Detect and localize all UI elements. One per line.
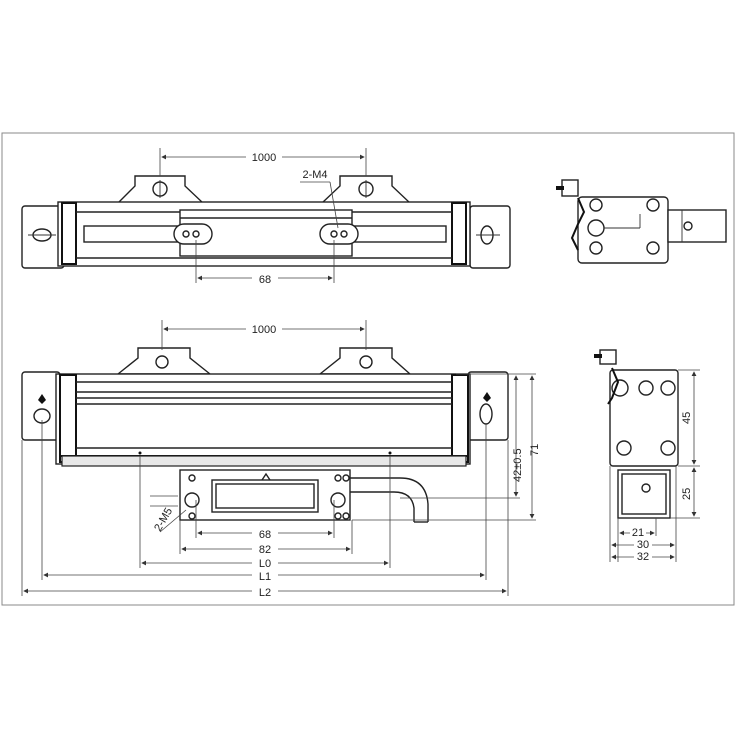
side-dim-25: 25 [681,488,693,500]
front-dim-42: 42±0.5 [512,448,524,482]
top-view [21,148,511,283]
front-dim-pitch: 1000 [252,324,276,336]
side-dim-32: 32 [637,551,649,563]
top-end-view [556,179,727,264]
front-view [21,320,536,596]
front-dim-71: 71 [529,444,541,456]
side-view [594,349,700,562]
front-dim-L1: L1 [259,571,271,583]
top-dim-hole: 2-M4 [302,169,327,181]
front-dim-82: 82 [259,544,271,556]
top-dim-slot: 68 [259,274,271,286]
front-dim-slot: 68 [259,529,271,541]
side-dim-21: 21 [632,527,644,539]
top-dim-pitch: 1000 [252,152,276,164]
side-dim-45: 45 [681,412,693,424]
front-dim-L2: L2 [259,587,271,599]
drawing-frame [1,132,735,606]
front-dim-L0: L0 [259,558,271,570]
front-dim-M5: 2-M5 [152,506,175,534]
side-dim-30: 30 [637,539,649,551]
